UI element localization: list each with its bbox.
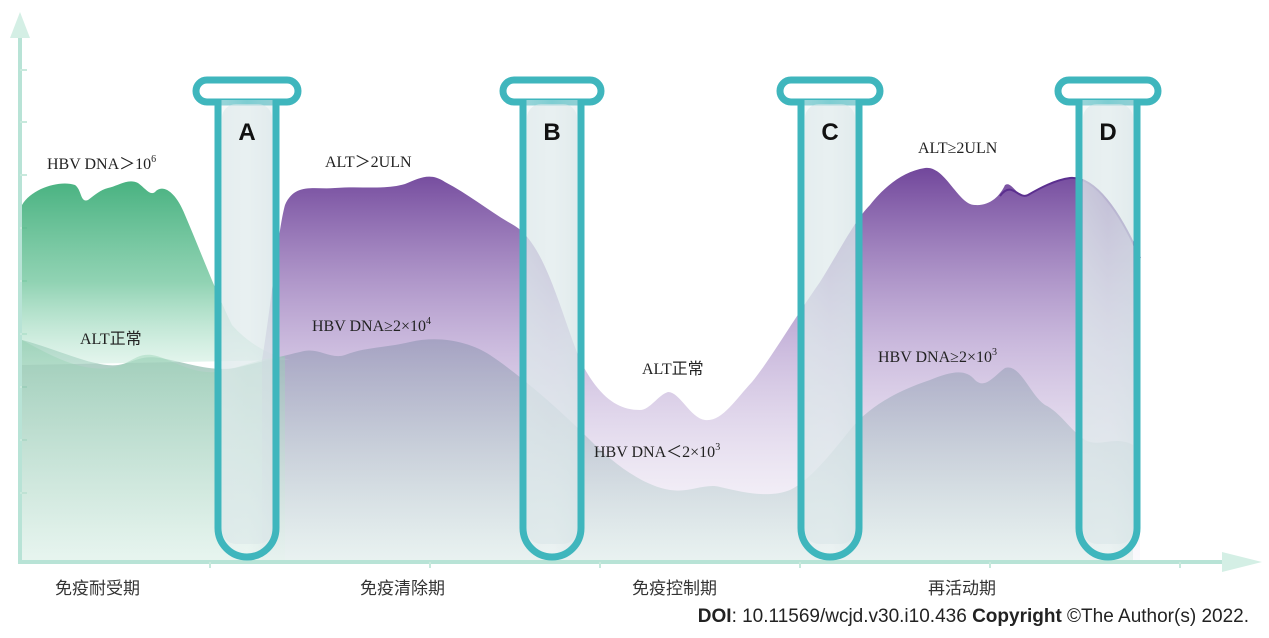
- phase-immune-tolerance: 免疫耐受期: [55, 579, 140, 599]
- tube-a-rim: [192, 76, 302, 106]
- tube-d: D: [1054, 76, 1162, 561]
- label-alt-normal-2: ALT正常: [642, 360, 704, 378]
- copyright-text: ©The Author(s) 2022.: [1061, 606, 1249, 627]
- tube-c-rim: [776, 76, 884, 106]
- tube-a-letter: A: [238, 119, 255, 146]
- label-hbv-gt-10-6: HBV DNA＞106: [47, 154, 156, 173]
- tube-d-liquid: [1083, 104, 1133, 544]
- tubes: A B C D: [192, 76, 1162, 561]
- x-axis-ticks: [209, 562, 1181, 568]
- tube-c-liquid: [805, 104, 855, 544]
- tube-b-rim: [499, 76, 605, 106]
- tube-b: B: [499, 76, 605, 561]
- phase-immune-clearance: 免疫清除期: [360, 579, 445, 599]
- y-axis-arrow-icon: [10, 12, 30, 38]
- x-axis-arrow-icon: [1222, 552, 1262, 572]
- label-hbv-ge-2x10-3: HBV DNA≥2×103: [878, 347, 997, 366]
- phase-reactivation: 再活动期: [928, 579, 996, 599]
- doi-copyright-line: DOI: 10.11569/wcjd.v30.i10.436 Copyright…: [698, 606, 1249, 628]
- tube-c: C: [776, 76, 884, 561]
- label-alt-gt-2uln: ALT＞2ULN: [325, 154, 412, 171]
- alt-curve-high: [262, 167, 1140, 561]
- tube-d-letter: D: [1099, 119, 1116, 146]
- label-hbv-lt-2x10-3: HBV DNA＜2×103: [594, 442, 720, 461]
- label-hbv-ge-2x10-4: HBV DNA≥2×104: [312, 316, 431, 335]
- phase-labels: 免疫耐受期 免疫清除期 免疫控制期 再活动期: [55, 579, 996, 599]
- tube-b-letter: B: [543, 119, 560, 146]
- label-alt-ge-2uln: ALT≥2ULN: [918, 140, 998, 157]
- tube-b-liquid: [527, 104, 577, 544]
- copyright-label: Copyright: [972, 606, 1062, 627]
- tube-a: A: [192, 76, 302, 561]
- phase-immune-control: 免疫控制期: [632, 579, 717, 599]
- tube-c-letter: C: [821, 119, 838, 146]
- tube-a-liquid: [222, 104, 272, 544]
- tube-d-rim: [1054, 76, 1162, 106]
- annotations: HBV DNA＞106 ALT＞2ULN ALT≥2ULN ALT正常 HBV …: [47, 140, 998, 461]
- doi-value: : 10.11569/wcjd.v30.i10.436: [731, 606, 973, 627]
- doi-label: DOI: [697, 606, 732, 627]
- label-alt-normal-1: ALT正常: [80, 330, 142, 348]
